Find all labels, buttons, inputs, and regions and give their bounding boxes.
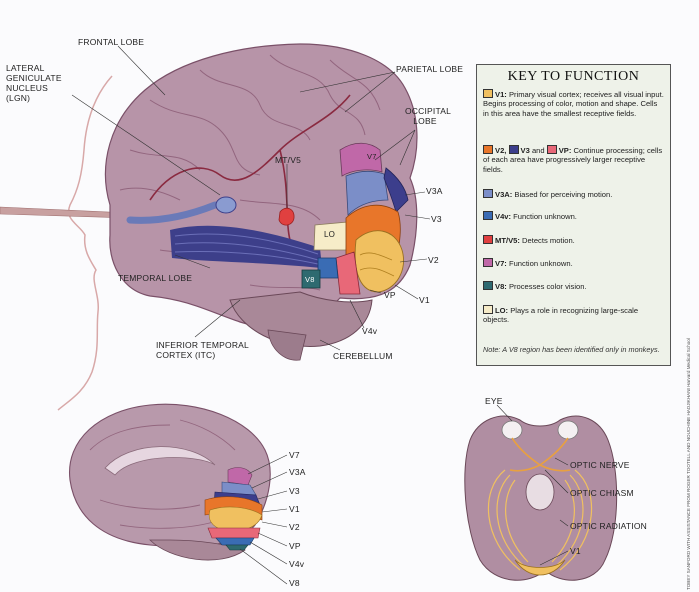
brain-stem — [267, 329, 307, 361]
optic-nerves — [509, 437, 571, 472]
medial-label-v4v: V4v — [289, 559, 305, 569]
swatch-vp — [546, 145, 557, 154]
medial-label-v1: V1 — [289, 504, 300, 514]
vp-region — [335, 251, 361, 295]
label-frontal-lobe: FRONTAL LOBE — [78, 37, 145, 47]
label-v2: V2 — [428, 255, 439, 265]
optic-radiation-fibers — [170, 225, 322, 268]
swatch-mt-v5 — [483, 235, 493, 244]
label-v1: V1 — [419, 295, 430, 305]
swatch-v7 — [483, 258, 493, 267]
swatch-v3a — [483, 189, 493, 198]
medial-leader-lines — [239, 454, 288, 585]
v7-region — [339, 142, 383, 177]
swatch-v2 — [483, 145, 493, 154]
mt-v5-region — [278, 207, 295, 226]
swatch-v8 — [483, 281, 493, 290]
medial-label-v2: V2 — [289, 522, 300, 532]
medial-gyri — [89, 419, 236, 529]
label-v4v: V4v — [362, 326, 378, 336]
v3a-region — [345, 170, 389, 216]
v8-region — [301, 269, 321, 289]
key-item-mt-v5: MT/V5: Detects motion. — [483, 235, 665, 245]
label-bottom-v1: V1 — [570, 546, 581, 556]
medial-label-v3a: V3A — [289, 467, 306, 477]
key-item-lo: LO: Plays a role in recognizing large-sc… — [483, 305, 639, 325]
v4v-region — [317, 257, 339, 279]
label-v8: V8 — [305, 275, 315, 284]
label-v7: V7 — [367, 152, 377, 161]
label-vp: VP — [384, 290, 396, 300]
label-cerebellum: CEREBELLUM — [333, 351, 393, 361]
v1-gyri — [359, 252, 395, 277]
label-lgn: LATERAL GENICULATE NUCLEUS (LGN) — [6, 63, 62, 103]
medial-label-v8: V8 — [289, 578, 300, 588]
label-parietal-lobe: PARIETAL LOBE — [396, 64, 464, 74]
bottom-leader-lines — [496, 404, 569, 566]
label-optic-radiation: OPTIC RADIATION — [570, 521, 647, 531]
label-mt-v5: MT/V5 — [275, 155, 302, 165]
medial-label-v7: V7 — [289, 450, 300, 460]
key-note: Note: A V8 region has been identified on… — [483, 345, 660, 354]
main-leader-lines — [71, 45, 431, 351]
key-item-v7: V7: Function unknown. — [483, 258, 665, 268]
midbrain — [525, 473, 555, 511]
label-optic-nerve: OPTIC NERVE — [570, 460, 630, 470]
label-lo: LO — [324, 230, 336, 239]
right-eye — [557, 420, 579, 440]
label-v3: V3 — [431, 214, 442, 224]
key-item-v1: V1: Primary visual cortex; receives all … — [483, 89, 664, 118]
swatch-v1 — [483, 89, 493, 98]
cerebellum — [229, 291, 373, 348]
key-item-v2-v3-vp: V2, V3 and VP: Continue processing; cell… — [483, 145, 663, 174]
medial-visual-areas — [204, 467, 263, 551]
function-key: KEY TO FUNCTION V1: Primary visual corte… — [476, 64, 671, 366]
swatch-lo — [483, 305, 493, 314]
swatch-v4v — [483, 211, 493, 220]
label-occipital-lobe: OCCIPITAL LOBE — [405, 106, 452, 126]
medial-label-v3: V3 — [289, 486, 300, 496]
key-title: KEY TO FUNCTION — [507, 69, 640, 84]
key-item-v3a: V3A: Biased for perceiving motion. — [483, 189, 665, 199]
left-eye — [501, 420, 523, 440]
v1-region — [354, 230, 404, 293]
medial-cerebellum — [149, 539, 246, 561]
label-itc: INFERIOR TEMPORAL CORTEX (ITC) — [156, 340, 249, 360]
swatch-v3 — [508, 145, 519, 154]
label-v3a: V3A — [426, 186, 443, 196]
credit-line: TOBEY SANFORD WITH ASSISTANCE FROM ROGER… — [686, 338, 691, 590]
optic-radiation-bottom — [487, 469, 593, 571]
lgn-body — [215, 196, 237, 214]
corpus-callosum — [104, 446, 216, 476]
label-temporal-lobe: TEMPORAL LOBE — [118, 273, 193, 283]
face-outline — [57, 75, 113, 411]
key-item-v8: V8: Processes color vision. — [483, 281, 665, 291]
label-optic-chiasm: OPTIC CHIASM — [570, 488, 634, 498]
occipital-v1-bottom — [514, 559, 566, 576]
label-eye: EYE — [485, 396, 503, 406]
key-item-v4v: V4v: Function unknown. — [483, 211, 665, 221]
medial-label-vp: VP — [289, 541, 301, 551]
lgn-tube — [126, 201, 219, 224]
